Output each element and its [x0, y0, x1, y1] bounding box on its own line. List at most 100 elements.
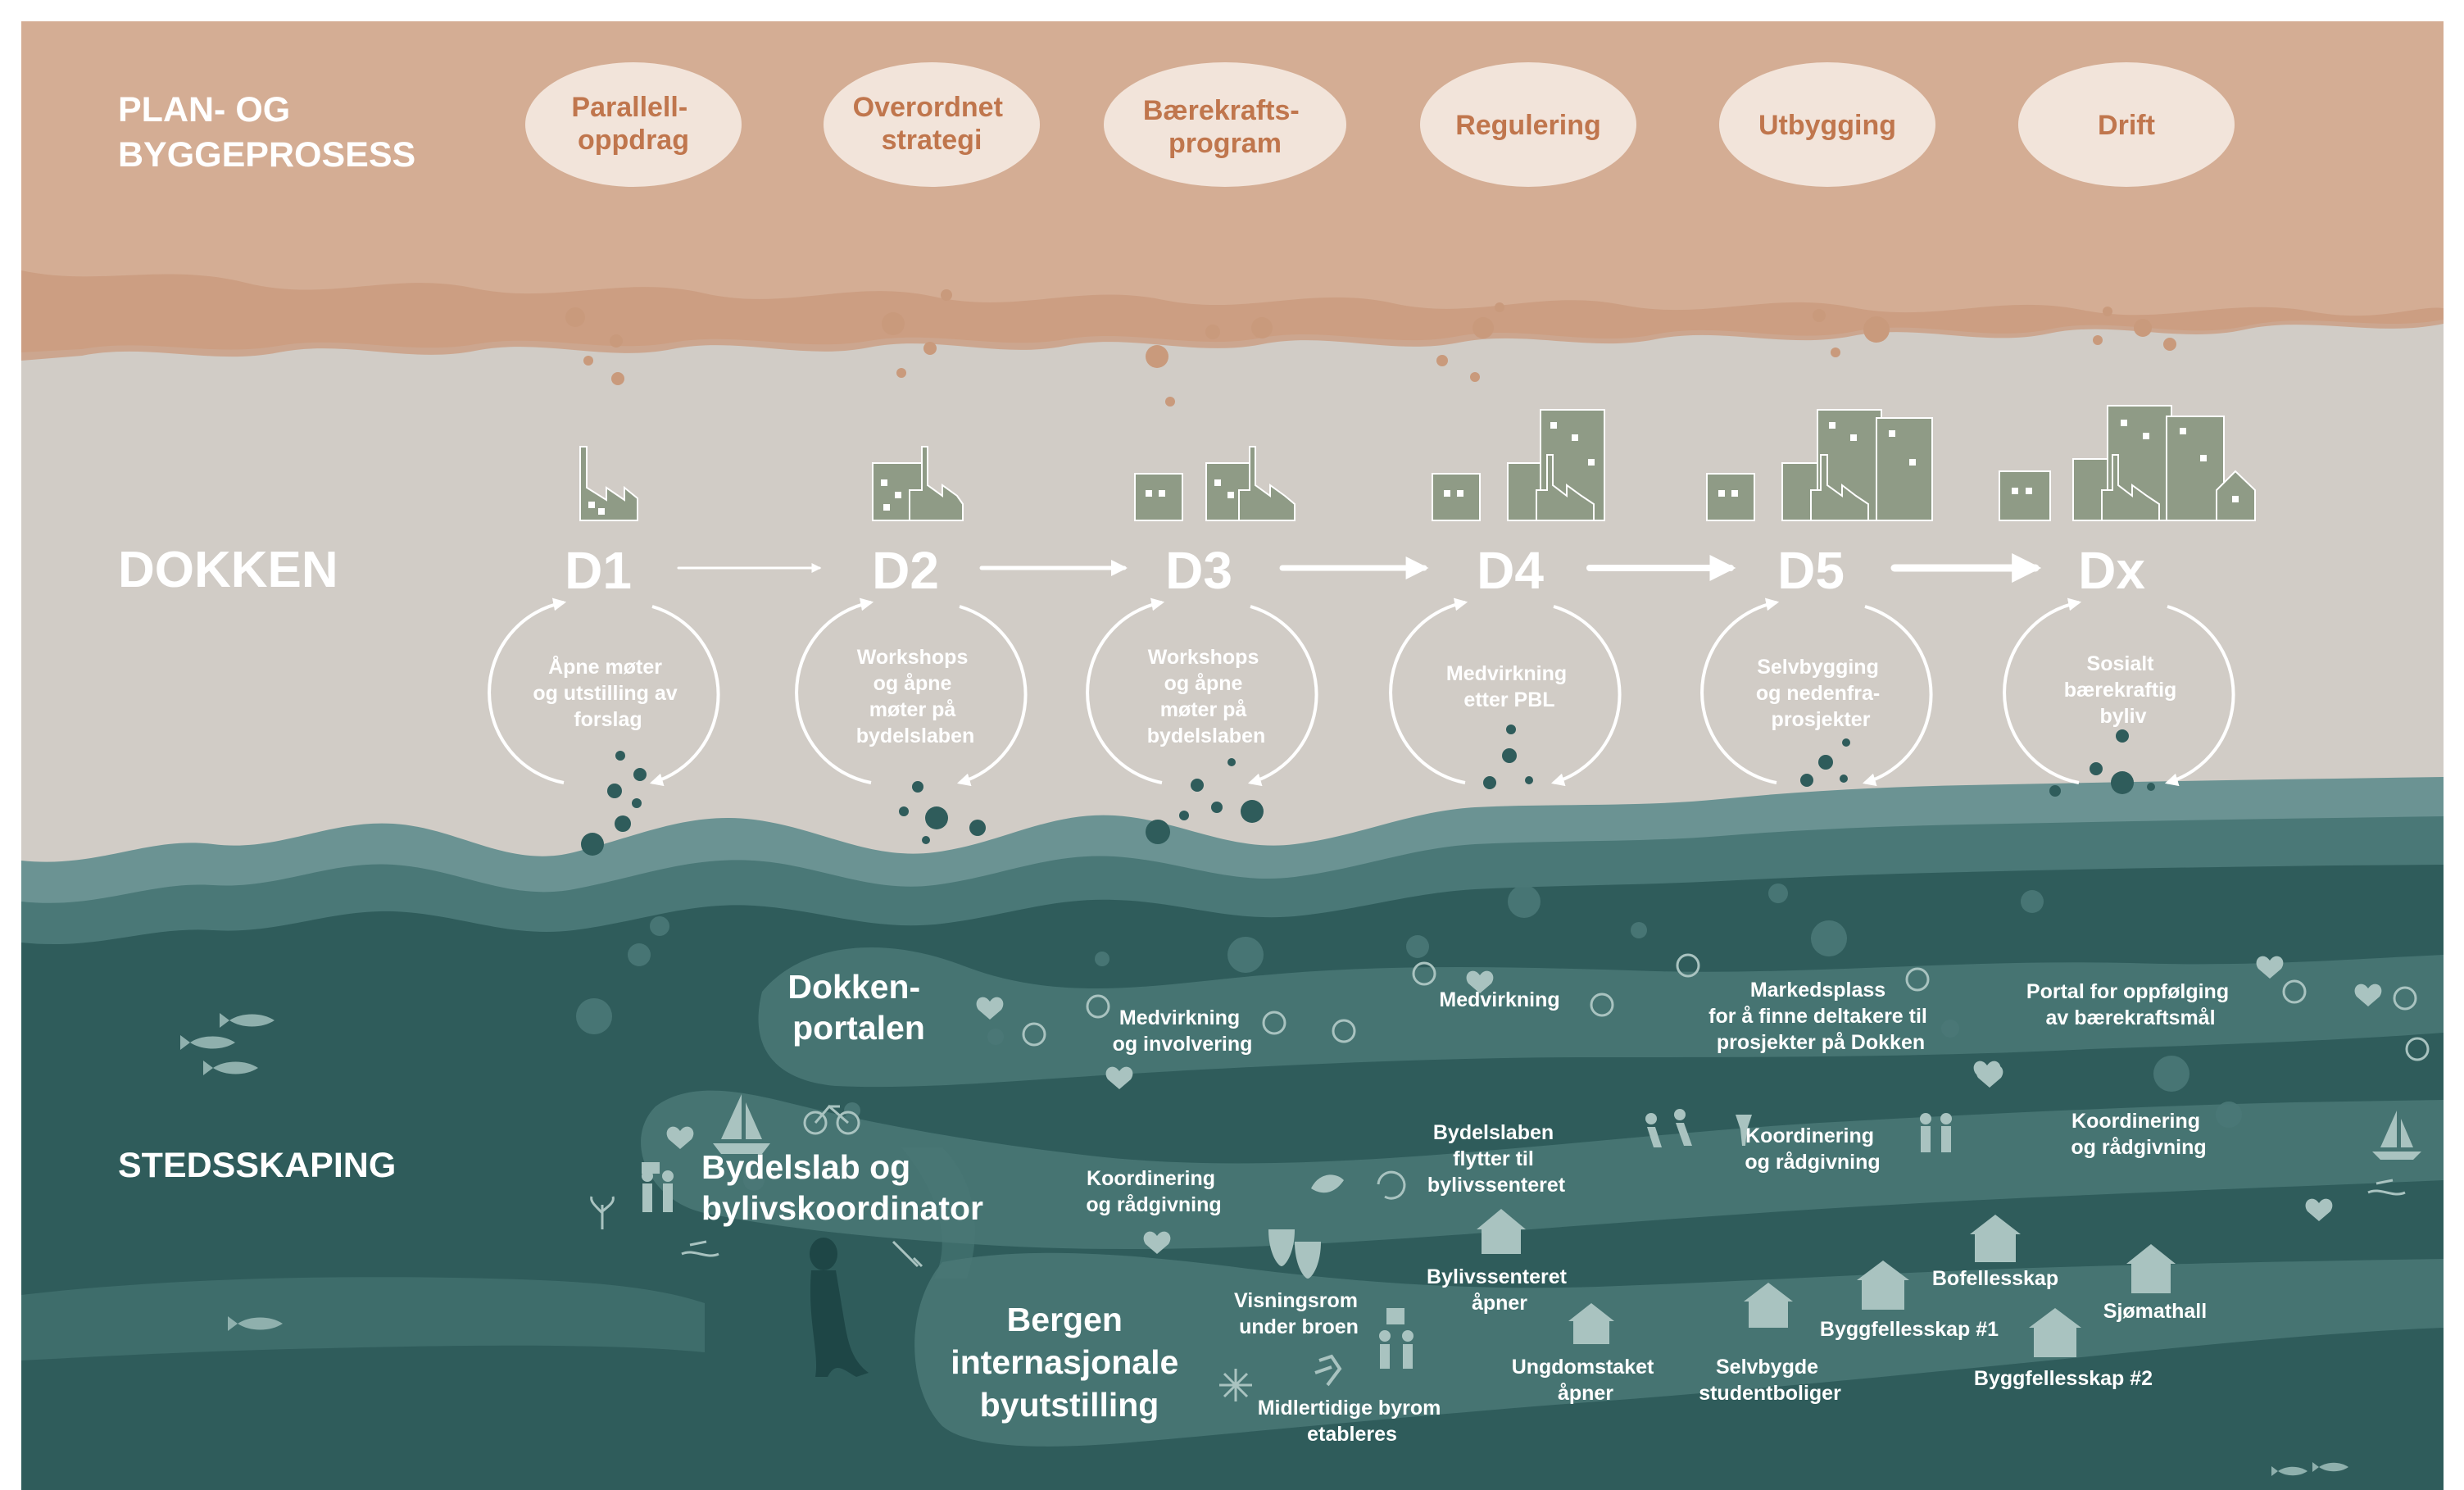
plan-title: PLAN- OG BYGGEPROSESS: [118, 90, 415, 175]
exhibition-title-line-2: internasjonale: [951, 1343, 1178, 1381]
exhibition-item-2: Midlertidige byrom etableres: [1258, 1397, 1447, 1446]
lab-item-3-line-2: og rådgivning: [1745, 1151, 1880, 1174]
lab-stream: [641, 1090, 2444, 1250]
phase-d5-label: D5: [1777, 541, 1845, 600]
sea-bubbles: [576, 884, 2242, 1191]
heart-icon: [2354, 983, 2382, 1006]
lab-stream-group: Bydelslab og bylivskoordinator Koordiner…: [590, 1065, 2421, 1257]
cycle-d1-line-3: forslag: [574, 708, 642, 731]
cycle-d2: Workshops og åpne møter på bydelslaben: [795, 597, 1028, 844]
plan-stage-label: Utbygging: [1758, 110, 1896, 141]
cycle-arrow-right: [649, 605, 720, 787]
lab-item-2-line-2: flytter til: [1453, 1147, 1534, 1170]
recycle-icon: [1377, 1170, 1406, 1200]
plan-stage-2-line-2: strategi: [882, 125, 982, 156]
cycle-d2-line-4: bydelslaben: [856, 725, 975, 747]
people-sign-icon: [1379, 1308, 1414, 1369]
d1-building-icon: [579, 446, 638, 521]
heart-icon: [1143, 1231, 1171, 1254]
portal-item-4: Portal for oppfølging av bærekraftsmål: [2026, 980, 2235, 1029]
recycle-house-icon: [1744, 1283, 1793, 1328]
lab-item-1-line-1: Koordinering: [1087, 1167, 1215, 1190]
lab-item-2-line-3: bylivssenteret: [1427, 1174, 1566, 1197]
plan-stage-label: Overordnet strategi: [853, 92, 1011, 156]
portal-item-3-line-1: Markedsplass: [1750, 979, 1885, 1002]
portal-item-3-line-2: for å finne deltakere til: [1708, 1005, 1927, 1028]
plan-stage-oval: [1420, 62, 1636, 187]
cycle-arrow-left: [1389, 597, 1468, 784]
plan-stage-label: Parallell- oppdrag: [571, 92, 695, 156]
cycle-d3-line-4: bydelslaben: [1147, 725, 1266, 747]
theater-masks-icon: [1268, 1229, 1321, 1279]
plan-stage-label: Regulering: [1455, 110, 1601, 141]
exhibition-item-4-line-1: Ungdomstaket: [1512, 1356, 1654, 1379]
heart-icon: [2305, 1198, 2333, 1221]
house-heart-icon: [1970, 1215, 2021, 1262]
sailboat-icon: [713, 1094, 770, 1154]
exhibition-decor-icons: [810, 1209, 2176, 1401]
bicycle-icon: [803, 1104, 860, 1135]
house-hammer-icon: [1857, 1261, 1909, 1310]
cycle-d5-line-1: Selvbygging: [1757, 656, 1879, 679]
d3-building-icon: [1134, 446, 1296, 521]
fish-icon: [180, 1035, 235, 1050]
exhibition-item-9-line-1: Byggfellesskap #2: [1974, 1367, 2153, 1390]
plan-stage-5-line-1: Utbygging: [1758, 110, 1896, 141]
cycle-dx-bubbles: [2049, 729, 2155, 797]
phase-d3-label: D3: [1165, 541, 1232, 600]
smiley-icon: [1590, 993, 1614, 1017]
cycle-d3-text: Workshops og åpne møter på bydelslaben: [1147, 646, 1266, 747]
smiley-icon: [1905, 967, 1930, 992]
plan-section: PLAN- OG BYGGEPROSESS Parallell- oppdrag…: [118, 62, 2235, 407]
dokken-title: DOKKEN: [118, 542, 338, 598]
portal-item-4-line-2: av bærekraftsmål: [2045, 1006, 2215, 1029]
lab-title-line-1: Bydelslab og: [701, 1148, 910, 1186]
exhibition-item-2-line-1: Midlertidige byrom: [1258, 1397, 1441, 1420]
plant-icon: [590, 1196, 615, 1229]
phase-d4-label: D4: [1477, 541, 1544, 600]
house-icon: [1568, 1303, 1614, 1344]
portal-title-line-2: portalen: [792, 1009, 925, 1047]
smiley-icon: [1676, 953, 1700, 978]
exhibition-item-2-line-2: etableres: [1307, 1423, 1397, 1446]
cycle-arrow-right: [1550, 605, 1622, 787]
people-exercise-icon: [1645, 1109, 1692, 1147]
house-hammer-icon: [2029, 1308, 2081, 1357]
cycle-arrow-left: [1700, 597, 1780, 784]
stedsskaping-section: STEDSSKAPING Dokken- portalen Medvirknin…: [118, 884, 2430, 1476]
cycle-d4-line-2: etter PBL: [1463, 688, 1554, 711]
plan-stage-2: Overordnet strategi: [824, 62, 1040, 187]
plan-stage-oval: [1104, 62, 1346, 187]
cycle-dx: Sosialt bærekraftig byliv: [2003, 597, 2235, 797]
plan-stage-3: Bærekrafts- program: [1104, 62, 1346, 187]
cycle-d3: Workshops og åpne møter på bydelslaben: [1086, 597, 1318, 844]
heart-icon: [1466, 970, 1494, 993]
fish-icon: [228, 1316, 283, 1331]
cycle-d2-bubbles: [899, 781, 986, 844]
plan-title-line-2: BYGGEPROSESS: [118, 135, 415, 175]
plan-stage-1-line-2: oppdrag: [578, 125, 689, 156]
fish-icon: [2312, 1462, 2348, 1472]
cycle-d5-bubbles: [1800, 738, 1850, 787]
cycle-d4-text: Medvirkning etter PBL: [1446, 662, 1572, 711]
plan-stage-oval: [525, 62, 742, 187]
cycle-d2-text: Workshops og åpne møter på bydelslaben: [856, 646, 975, 747]
smiley-icon: [1412, 961, 1436, 986]
smiley-icon: [2405, 1037, 2430, 1061]
portal-stream: [758, 947, 2444, 1088]
plan-stage-label: Drift: [2098, 110, 2155, 141]
plan-stage-oval: [1719, 62, 1935, 187]
plan-stage-oval: [824, 62, 1040, 187]
sparkle-icon: [1219, 1369, 1252, 1401]
plan-stage-4-line-1: Regulering: [1455, 110, 1601, 141]
portal-item-4-line-1: Portal for oppfølging: [2026, 980, 2229, 1003]
cycle-d3-line-1: Workshops: [1148, 646, 1259, 669]
exhibition-item-4: Ungdomstaket åpner: [1512, 1356, 1660, 1405]
swimmer-icon: [2367, 1179, 2406, 1196]
lab-item-4-line-1: Koordinering: [2071, 1110, 2200, 1133]
cycle-arrow-left: [795, 597, 874, 784]
heart-icon: [2256, 956, 2284, 979]
d5-building-icon: [1706, 409, 1933, 521]
portal-title: Dokken- portalen: [787, 968, 929, 1047]
